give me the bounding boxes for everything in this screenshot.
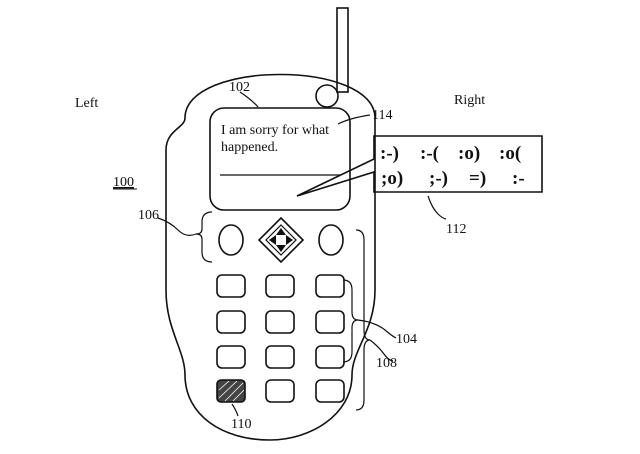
emoticon-7[interactable]: =)	[469, 168, 486, 189]
label-102: 102	[229, 80, 250, 95]
navigation-key[interactable]	[259, 218, 303, 262]
antenna	[337, 8, 348, 92]
right-soft-key[interactable]	[319, 225, 343, 255]
emoticon-2[interactable]: :-(	[420, 143, 439, 164]
label-right: Right	[454, 93, 485, 108]
emoticon-1[interactable]: :-)	[380, 143, 399, 164]
keypad-key[interactable]	[266, 311, 294, 333]
keypad-key[interactable]	[316, 311, 344, 333]
label-112: 112	[446, 222, 466, 237]
keypad-key[interactable]	[316, 346, 344, 368]
emoticon-5[interactable]: ;o)	[381, 168, 403, 189]
special-key-hatched[interactable]	[217, 380, 245, 402]
keypad-key[interactable]	[266, 380, 294, 402]
keypad-key[interactable]	[266, 346, 294, 368]
earpiece-icon	[316, 85, 338, 107]
label-108: 108	[376, 356, 397, 371]
keypad-key[interactable]	[217, 311, 245, 333]
emoticon-3[interactable]: :o)	[458, 143, 480, 164]
emoticon-4[interactable]: :o(	[499, 143, 521, 164]
keypad	[217, 275, 344, 402]
leader-114	[338, 115, 370, 124]
emoticon-6[interactable]: ;-)	[429, 168, 448, 189]
label-104: 104	[396, 332, 417, 347]
screen-message-line-2: happened.	[221, 140, 278, 155]
label-100: 100	[113, 175, 134, 190]
leader-106	[158, 218, 196, 235]
keypad-key[interactable]	[316, 380, 344, 402]
screen-message-line-1: I am sorry for what	[221, 123, 329, 138]
bracket-nav-group	[196, 212, 212, 262]
leader-110	[232, 404, 238, 416]
label-left: Left	[75, 96, 98, 111]
label-110: 110	[231, 417, 251, 432]
keypad-key[interactable]	[217, 275, 245, 297]
keypad-key[interactable]	[217, 346, 245, 368]
label-106: 106	[138, 208, 159, 223]
keypad-key[interactable]	[266, 275, 294, 297]
leader-112	[428, 196, 446, 219]
emoticon-8[interactable]: :-	[512, 168, 525, 189]
label-114: 114	[372, 108, 392, 123]
bracket-keys-104	[343, 280, 358, 362]
left-soft-key[interactable]	[219, 225, 243, 255]
keypad-key[interactable]	[316, 275, 344, 297]
